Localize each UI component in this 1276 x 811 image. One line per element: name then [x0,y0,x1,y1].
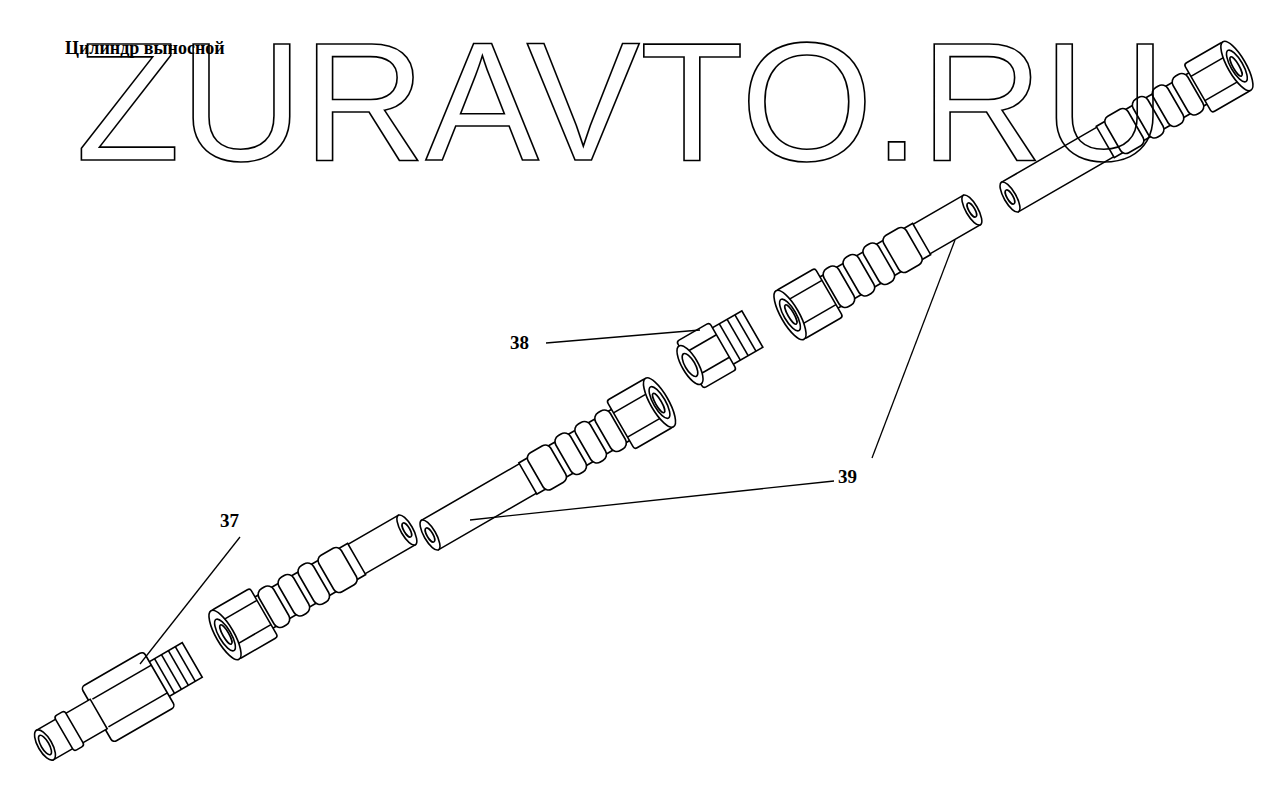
callout-number: 39 [838,466,857,488]
watermark: ZURAVTO.RU [76,18,1166,186]
callout-number: 38 [510,332,529,354]
leader-lines [140,240,955,664]
callout-number: 37 [220,510,239,532]
